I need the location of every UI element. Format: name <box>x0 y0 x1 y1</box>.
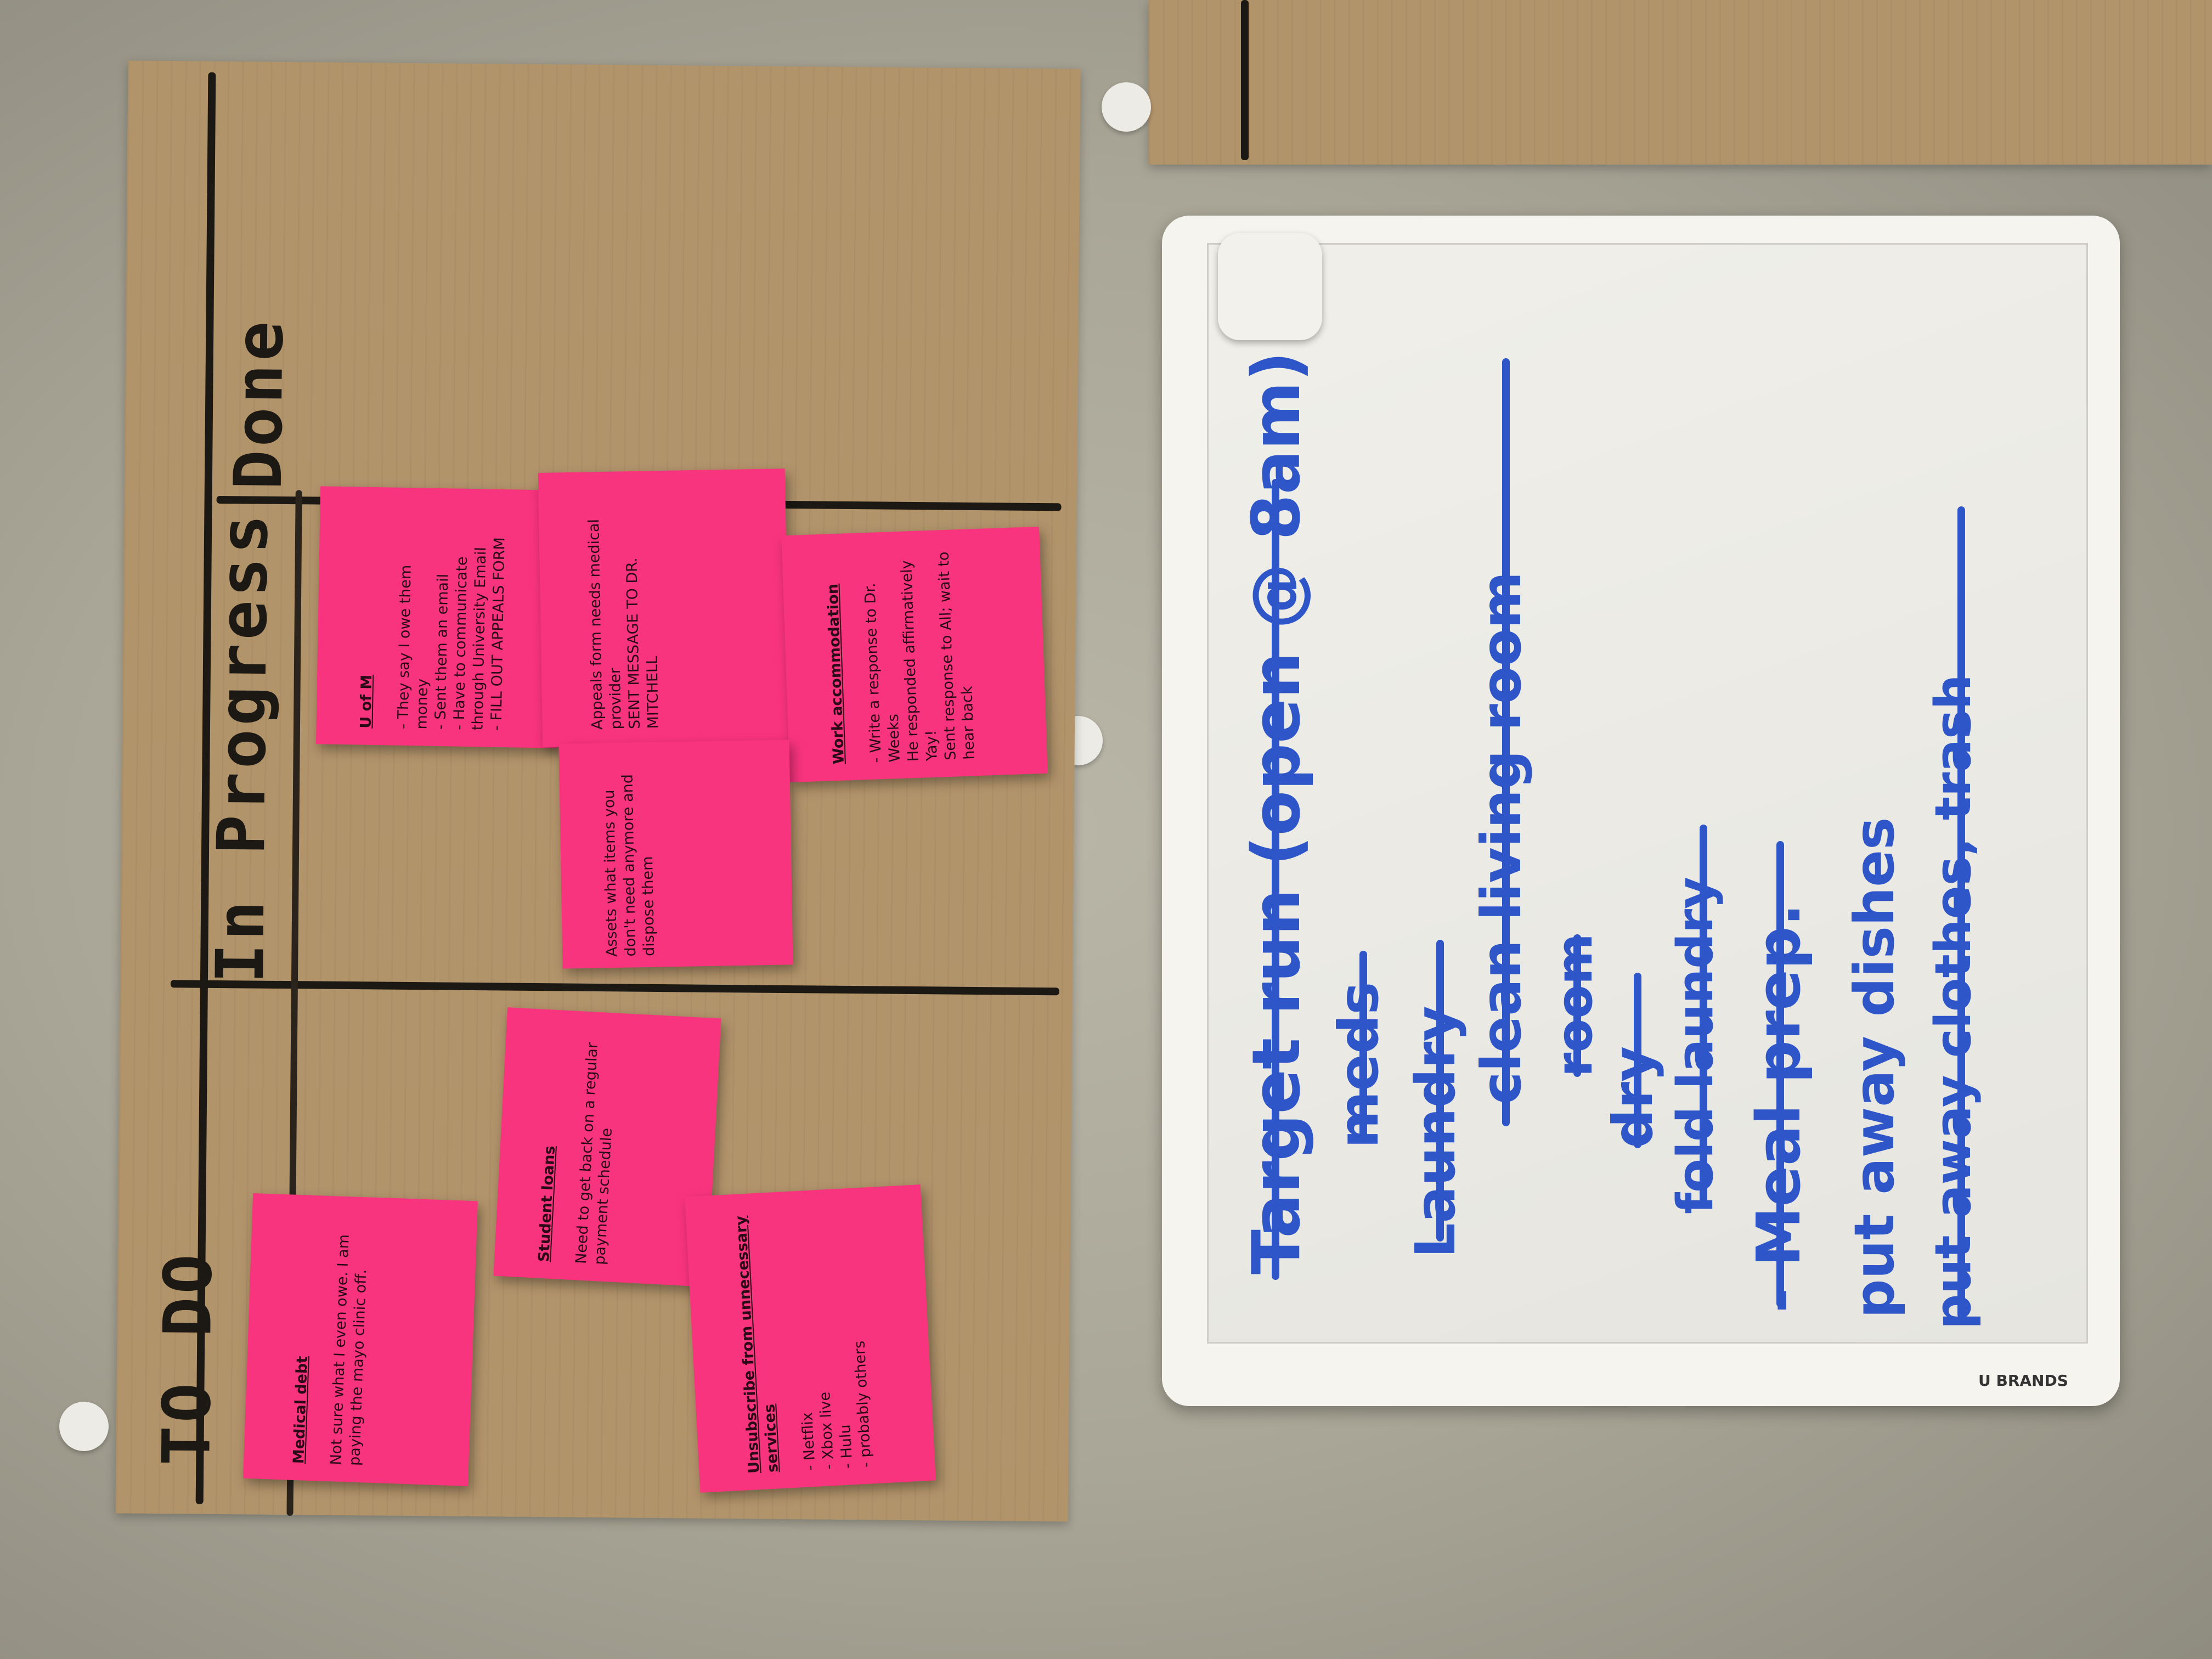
strike-clean <box>1502 358 1510 1126</box>
strike-laundry <box>1436 940 1444 1242</box>
strike-clothes <box>1957 506 1965 1318</box>
strike-meds <box>1359 951 1367 1143</box>
wb-item-dry: dry <box>1601 1046 1665 1148</box>
divider-progress-todo <box>170 980 1059 996</box>
strip-divider <box>1241 0 1249 160</box>
whiteboard: Target run (open @ 8am) meds Laundry cle… <box>1162 216 2120 1406</box>
column-label-done: Done <box>220 318 298 490</box>
whiteboard-surface <box>1207 243 2088 1344</box>
strike-fold <box>1700 825 1707 1209</box>
note-body: - Netflix - Xbox live - Hulu - probably … <box>799 1340 875 1471</box>
sticky-note-unsubscribe[interactable]: Unsubscribe from unnecessary services - … <box>685 1184 936 1493</box>
column-label-todo: TO DO <box>149 1250 227 1466</box>
note-title: U of M <box>357 674 376 729</box>
sticky-note-text: Medical debt Not sure what I even owe. I… <box>271 1216 373 1466</box>
sticky-note-text: Assets what items you don't need anymore… <box>581 748 659 957</box>
sticky-note-appeals-form[interactable]: Appeals form needs medical provider SENT… <box>538 469 790 747</box>
wall-hook-top-right <box>1102 82 1151 132</box>
cardboard-top-strip <box>1149 0 2212 165</box>
sticky-note-medical-debt[interactable]: Medical debt Not sure what I even owe. I… <box>243 1193 478 1486</box>
note-title: Unsubscribe from unnecessary services <box>732 1215 782 1474</box>
wall-hook-bottom-left <box>59 1402 109 1451</box>
note-body: - Write a response to Dr. Weeks He respo… <box>861 551 978 764</box>
note-body: Assets what items you don't need anymore… <box>600 774 658 957</box>
wb-item-meds: meds <box>1327 981 1391 1148</box>
strike-target <box>1272 479 1279 1280</box>
strike-dry <box>1634 973 1641 1148</box>
wb-item-put-away-clothes: put away clothes, trash <box>1925 674 1982 1329</box>
note-body: Appeals form needs medical provider SENT… <box>585 518 662 730</box>
sticky-note-text: Unsubscribe from unnecessary services - … <box>713 1204 876 1475</box>
sticky-note-text: U of M - They say I owe them money - Sen… <box>338 509 510 731</box>
whiteboard-eraser[interactable] <box>1218 233 1322 340</box>
sticky-note-text: Student loans Need to get back on a regu… <box>516 1025 622 1265</box>
note-body: Not sure what I even owe. I am paying th… <box>328 1234 370 1466</box>
note-body: Need to get back on a regular payment sc… <box>572 1042 616 1266</box>
sticky-note-assets[interactable]: Assets what items you don't need anymore… <box>558 740 793 969</box>
wb-item-laundry: Laundry <box>1403 1006 1468 1258</box>
note-title: Student loans <box>535 1145 558 1263</box>
column-label-in-progress: In Progress <box>202 511 283 984</box>
strike-room <box>1573 934 1581 1077</box>
wb-item-clean-living-room: clean living room <box>1469 571 1533 1104</box>
sticky-note-text: Appeals form needs medical provider SENT… <box>566 493 663 730</box>
note-title: Work accommodation <box>824 583 848 765</box>
note-title: Medical debt <box>290 1356 311 1464</box>
sticky-note-text: Work accommodation - Write a response to… <box>804 540 979 765</box>
whiteboard-brand-logo: U BRANDS <box>1978 1372 2068 1390</box>
wb-item-fold-laundry: fold laundry <box>1667 877 1724 1214</box>
strike-meal <box>1776 841 1784 1307</box>
sticky-note-work-accommodation[interactable]: Work accommodation - Write a response to… <box>781 526 1048 783</box>
wb-item-put-away-dishes: put away dishes <box>1842 817 1906 1318</box>
sticky-note-u-of-m[interactable]: U of M - They say I owe them money - Sen… <box>315 486 562 748</box>
note-body: - They say I owe them money - Sent them … <box>394 537 509 731</box>
